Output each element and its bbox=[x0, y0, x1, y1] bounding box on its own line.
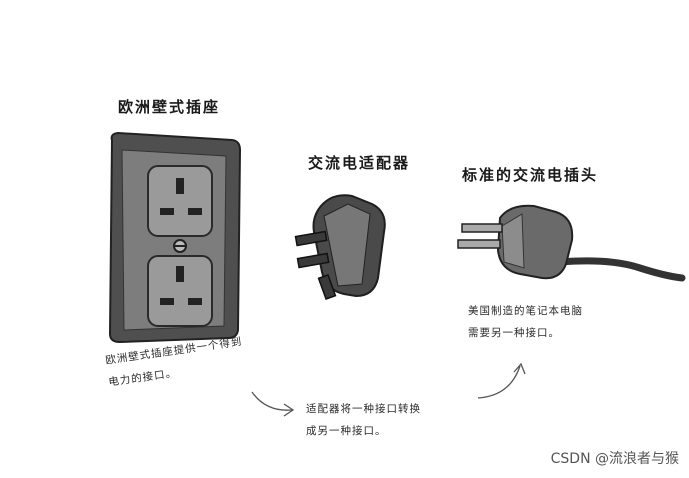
upper-outlet-slot-left bbox=[160, 208, 174, 215]
arrow-to-plug-note bbox=[477, 365, 521, 399]
lower-outlet-slot-top bbox=[176, 266, 184, 282]
plug-note-line1: 美国制造的笔记本电脑 bbox=[468, 305, 583, 317]
adapter-face bbox=[323, 203, 371, 287]
arrow-to-plug-note-head bbox=[513, 362, 526, 375]
upper-outlet-slot-top bbox=[176, 178, 184, 194]
arrow-to-adapter-note bbox=[251, 391, 293, 411]
upper-outlet bbox=[147, 165, 213, 237]
european-wall-socket bbox=[108, 131, 242, 344]
adapter-title: 交流电适配器 bbox=[308, 154, 411, 172]
arrow-to-adapter-note-head bbox=[283, 403, 295, 417]
plug-face bbox=[501, 213, 525, 269]
adapter-prong-top bbox=[294, 230, 328, 247]
lower-outlet bbox=[147, 255, 213, 327]
adapter-prong-bottom bbox=[317, 273, 337, 301]
adapter-prong-middle bbox=[296, 252, 330, 269]
ac-adapter bbox=[294, 194, 386, 301]
plug-note-line2: 需要另一种接口。 bbox=[468, 327, 560, 339]
lower-outlet-slot-left bbox=[160, 298, 174, 305]
lower-outlet-slot-right bbox=[188, 298, 202, 305]
adapter-note-line2: 成另一种接口。 bbox=[306, 425, 387, 437]
adapter-note: 适配器将一种接口转换 成另一种接口。 bbox=[306, 398, 421, 442]
plug-prong-bottom bbox=[457, 239, 501, 249]
plug-note: 美国制造的笔记本电脑 需要另一种接口。 bbox=[468, 300, 583, 344]
socket-title: 欧洲壁式插座 bbox=[118, 98, 221, 116]
standard-ac-plug bbox=[457, 204, 686, 282]
plug-cord bbox=[556, 257, 686, 282]
upper-outlet-slot-right bbox=[188, 208, 202, 215]
plug-title: 标准的交流电插头 bbox=[462, 166, 599, 184]
plug-prong-top bbox=[461, 223, 503, 233]
watermark: CSDN @流浪者与猴 bbox=[550, 451, 679, 467]
adapter-note-line1: 适配器将一种接口转换 bbox=[306, 403, 421, 415]
